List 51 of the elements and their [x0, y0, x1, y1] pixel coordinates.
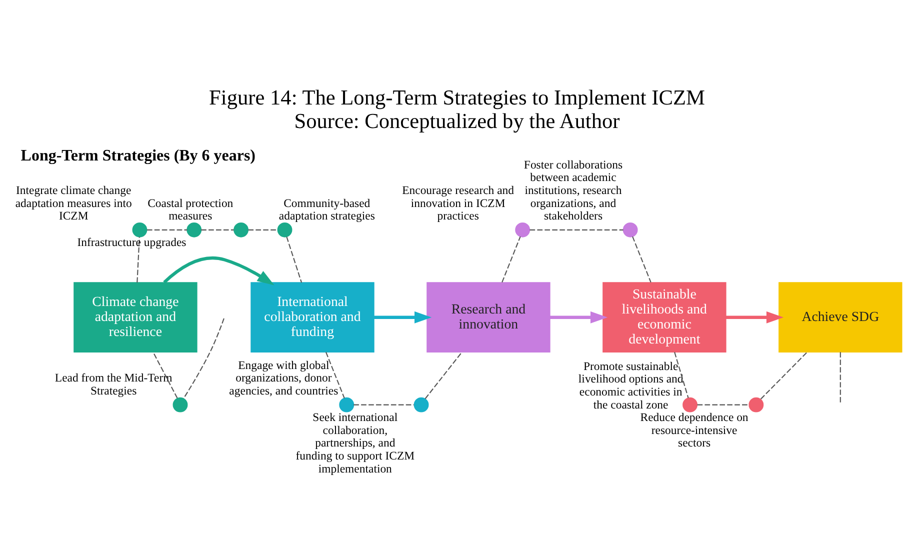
connector — [530, 228, 624, 230]
node-circle — [172, 396, 188, 412]
connector — [424, 351, 462, 399]
node-label: Seek international collaboration, partnerships, and funding to support ICZM implementation — [296, 410, 415, 475]
node-box: Climate change adaptation and resilience — [74, 282, 198, 352]
node-circle — [186, 222, 202, 237]
node-circle — [132, 222, 148, 237]
node-circle — [277, 222, 292, 237]
node-label: Foster collaborations between academic institutions, research organizations, and stakeholders — [524, 158, 623, 222]
node-circle — [622, 222, 638, 237]
connector — [840, 352, 841, 404]
node-label: Coastal protection measures — [148, 196, 234, 222]
connector — [136, 236, 140, 282]
node-label: Community-based adaptation strategies — [278, 196, 375, 222]
connector — [354, 404, 414, 405]
connector — [146, 228, 188, 230]
node-label: Promote sustainable livelihood options and economic activities in the coastal zone — [578, 359, 684, 411]
node-circle — [414, 396, 429, 412]
node-circle — [515, 222, 530, 237]
connector — [248, 228, 278, 230]
node-label: Reduce dependence on resource-intensive sectors — [640, 410, 748, 450]
connector — [183, 318, 224, 398]
node-box: Research and innovation — [426, 282, 550, 352]
arrow — [163, 256, 274, 285]
arrow — [726, 310, 784, 323]
node-label: Integrate climate change adaptation measures into ICZM — [15, 183, 132, 222]
caption: Source: Conceptualized by the Author — [294, 108, 620, 133]
connector — [760, 351, 808, 399]
arrow — [374, 310, 432, 323]
label: Long-Term Strategies (By 6 years) — [20, 147, 256, 164]
node-box: Sustainable livelihoods and economic development — [602, 282, 726, 352]
node-circle — [339, 396, 354, 412]
node-box: International collaboration and funding — [250, 282, 374, 352]
connector — [201, 228, 234, 230]
node-box: Achieve SDG — [778, 282, 902, 352]
connector — [325, 351, 345, 398]
connector — [697, 404, 749, 405]
connector — [502, 236, 521, 282]
connector — [152, 351, 178, 398]
node-circle — [234, 222, 248, 237]
connector — [674, 352, 689, 398]
node-label: Encourage research and innovation in ICZM practices — [402, 183, 514, 222]
connector — [286, 236, 302, 282]
node-circle — [748, 396, 764, 412]
connector — [632, 236, 652, 282]
node-label: Engage with global organizations, donor agencies, and countries — [229, 358, 338, 397]
node-label: Infrastructure upgrades — [77, 236, 186, 249]
arrow — [550, 310, 608, 323]
diagram-title: Figure 14: The Long-Term Strategies to Implement ICZM — [209, 85, 705, 110]
node-circle — [682, 396, 698, 412]
node-label: Lead from the Mid-Term Strategies — [54, 371, 172, 397]
